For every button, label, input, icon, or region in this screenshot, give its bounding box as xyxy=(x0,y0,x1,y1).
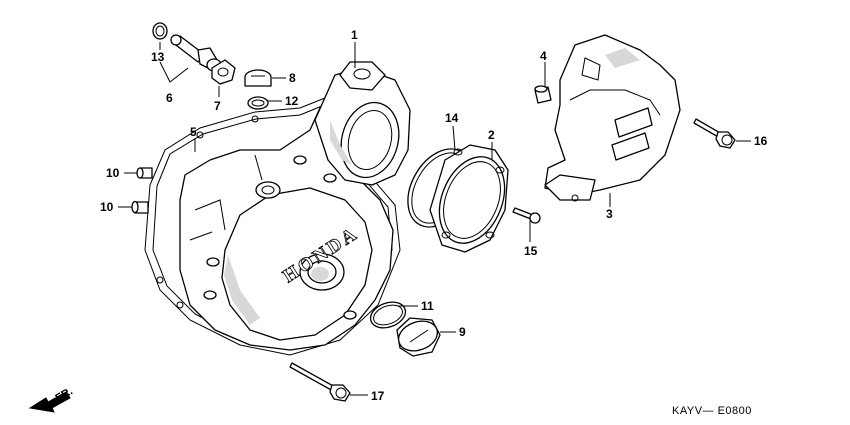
bolt-part-15 xyxy=(512,207,541,224)
leader-lines xyxy=(118,42,751,396)
o-ring-13-inner xyxy=(155,25,165,37)
label-part-2: 2 xyxy=(488,128,495,142)
o-ring-part-12 xyxy=(247,96,269,110)
front-direction-arrow: FR. xyxy=(28,385,75,413)
label-part-14: 14 xyxy=(445,111,459,125)
o-ring-part-13 xyxy=(152,22,168,40)
label-part-3: 3 xyxy=(606,207,613,221)
cap-part-8 xyxy=(244,69,272,87)
label-part-11: 11 xyxy=(421,299,434,313)
label-part-7: 7 xyxy=(214,99,221,113)
label-part-5: 5 xyxy=(190,125,197,139)
o-ring-part-11 xyxy=(369,301,407,329)
bolt-part-17 xyxy=(289,362,351,402)
dowel-pin-part-10-upper xyxy=(136,167,153,179)
label-part-13: 13 xyxy=(151,50,165,64)
bolt-part-16 xyxy=(693,118,736,149)
diagram-code: KAYV— E0800 xyxy=(672,405,752,417)
label-part-4: 4 xyxy=(540,49,547,63)
o-ring-12-inner xyxy=(251,99,265,107)
label-part-10-lower: 10 xyxy=(100,200,114,214)
label-part-16: 16 xyxy=(754,134,768,148)
label-part-6: 6 xyxy=(166,91,173,105)
plug-cap-part-9 xyxy=(396,317,441,357)
collar-part-4 xyxy=(534,85,552,104)
label-part-15: 15 xyxy=(524,244,538,258)
label-part-9: 9 xyxy=(459,325,466,339)
label-part-17: 17 xyxy=(371,389,385,403)
dowel-pin-part-10-lower xyxy=(131,200,149,214)
clutch-cover-part-1 xyxy=(314,61,411,186)
nut-part-7 xyxy=(211,59,236,85)
round-cover-part-2 xyxy=(429,144,509,253)
sprocket-cover-part-3 xyxy=(544,34,681,202)
direction-label: FR. xyxy=(54,385,75,404)
o-ring-11-inner xyxy=(373,304,403,326)
label-part-1: 1 xyxy=(351,28,358,42)
fitting-part-6 xyxy=(170,34,222,72)
label-part-12: 12 xyxy=(285,94,299,108)
label-part-8: 8 xyxy=(289,71,296,85)
label-part-10-upper: 10 xyxy=(106,166,120,180)
